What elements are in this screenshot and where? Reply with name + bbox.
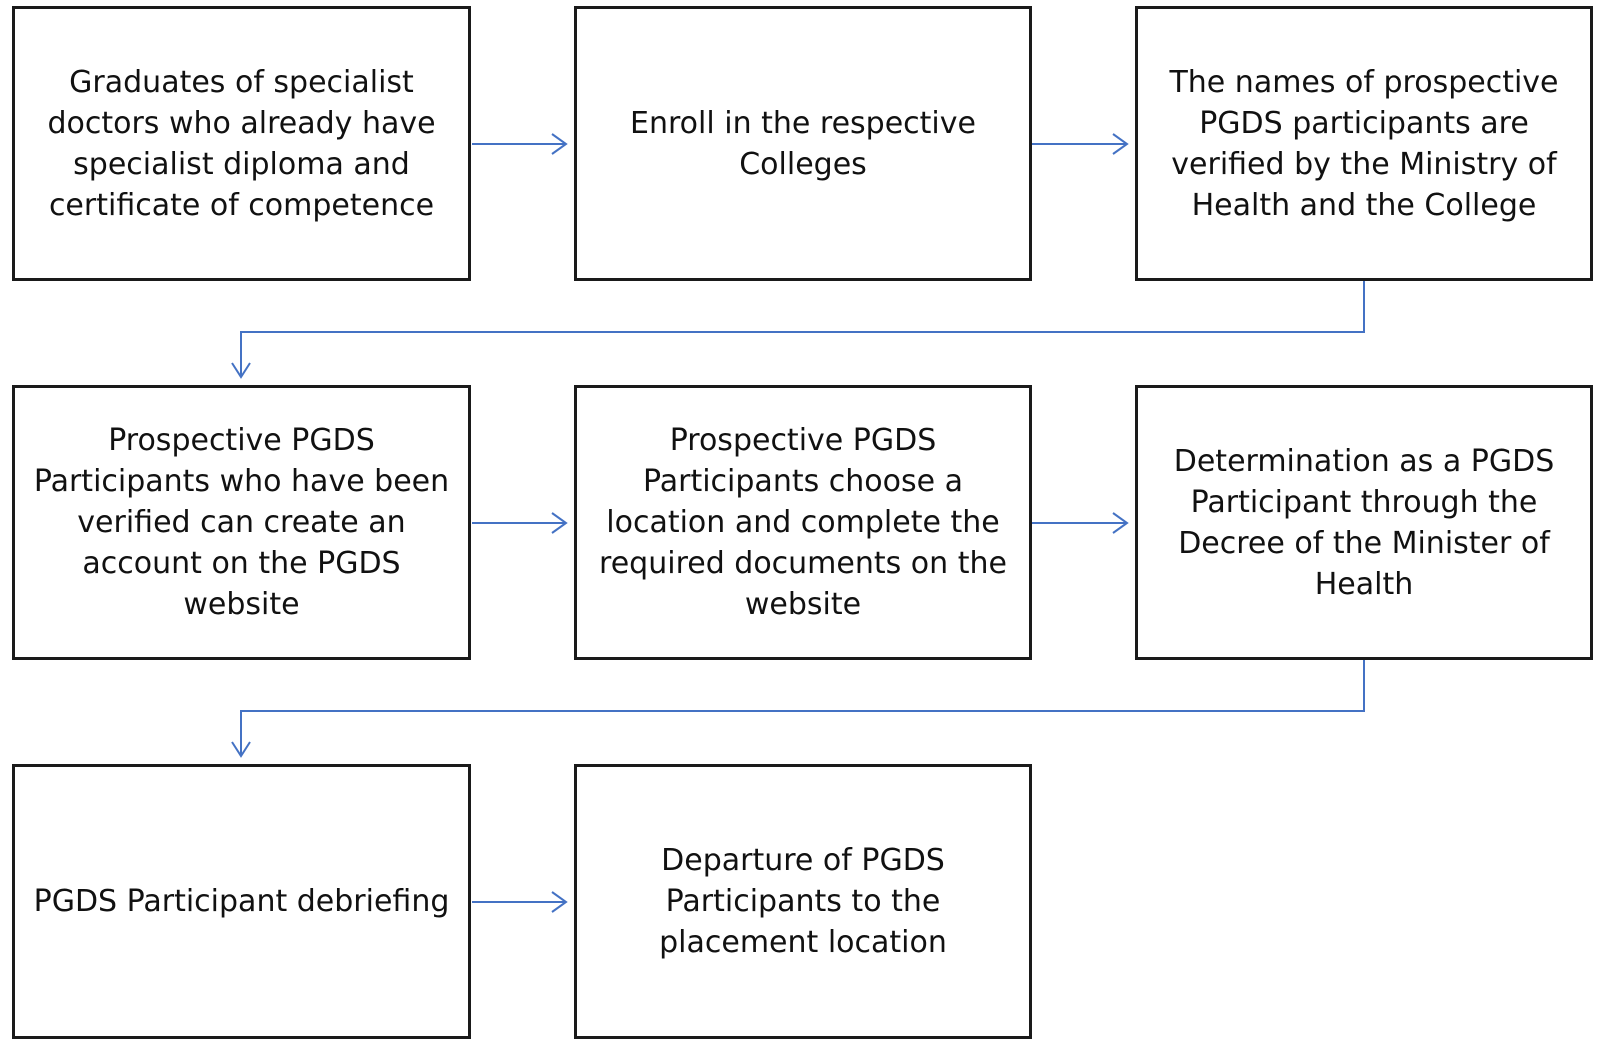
step-text: Prospective PGDS Participants choose a l…	[599, 423, 1007, 622]
step-text: Determination as a PGDS Participant thro…	[1173, 443, 1555, 602]
arrow-step7-to-step8	[472, 891, 568, 913]
arrow-step4-to-step5	[472, 512, 568, 534]
step-text: Enroll in the respective Colleges	[630, 105, 976, 182]
step-text: PGDS Participant debriefing	[33, 884, 450, 919]
step-box-verification: The names of prospective PGDS participan…	[1135, 6, 1593, 281]
step-text: Departure of PGDS Participants to the pl…	[659, 843, 947, 960]
arrow-step1-to-step2	[472, 133, 568, 155]
step-box-choose-location: Prospective PGDS Participants choose a l…	[574, 385, 1032, 660]
step-text: The names of prospective PGDS participan…	[1169, 64, 1559, 223]
step-box-create-account: Prospective PGDS Participants who have b…	[12, 385, 471, 660]
step-box-enroll: Enroll in the respective Colleges	[574, 6, 1032, 281]
arrow-step2-to-step3	[1032, 133, 1129, 155]
elbow-step6-to-step7	[231, 660, 1365, 758]
step-text: Graduates of specialist doctors who alre…	[47, 64, 436, 223]
step-box-determination: Determination as a PGDS Participant thro…	[1135, 385, 1593, 660]
step-box-departure: Departure of PGDS Participants to the pl…	[574, 764, 1032, 1039]
elbow-step3-to-step4	[231, 281, 1365, 379]
step-box-graduates: Graduates of specialist doctors who alre…	[12, 6, 471, 281]
arrow-step5-to-step6	[1032, 512, 1129, 534]
step-box-debriefing: PGDS Participant debriefing	[12, 764, 471, 1039]
step-text: Prospective PGDS Participants who have b…	[33, 423, 450, 622]
